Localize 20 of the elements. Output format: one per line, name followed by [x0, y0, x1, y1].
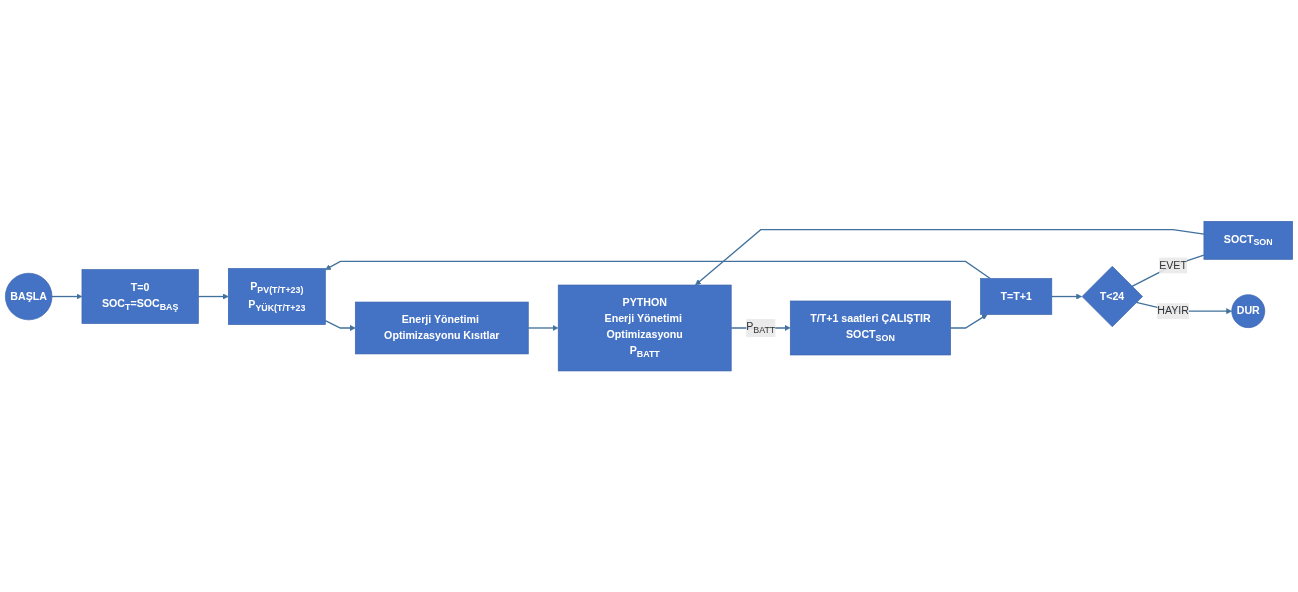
connector	[1131, 254, 1205, 287]
arrow	[51, 293, 83, 300]
edge-label: HAYIR	[1157, 305, 1189, 317]
node-box: T=T+1	[980, 278, 1053, 315]
arrow	[949, 314, 988, 329]
node-diamond: T<24	[1081, 265, 1143, 327]
arrow	[527, 324, 559, 331]
arrow	[1051, 293, 1082, 300]
node-circle: BAŞLA	[5, 272, 53, 321]
node-box: SOCT$_{SON}$	[1203, 220, 1293, 260]
arrow	[695, 228, 1205, 286]
edge-label: EVET	[1159, 259, 1187, 271]
node-box: Enerji Yönetimi Optimizasyonu Kısıtlar	[354, 301, 529, 355]
node-box: T=0 SOC$_{T}$=SOC$_{BAŞ}$	[81, 269, 199, 324]
node-box: P$_{PV(T/T+23)}$ P$_{YÜK(T/T+23}$	[228, 268, 326, 325]
node-circle: DUR	[1231, 294, 1266, 328]
arrow	[324, 319, 356, 331]
arrow	[197, 293, 229, 300]
node-box: T/T+1 saatleri ÇALIŞTIR SOCT$_{SON}$	[789, 300, 951, 356]
arrow	[325, 260, 991, 280]
